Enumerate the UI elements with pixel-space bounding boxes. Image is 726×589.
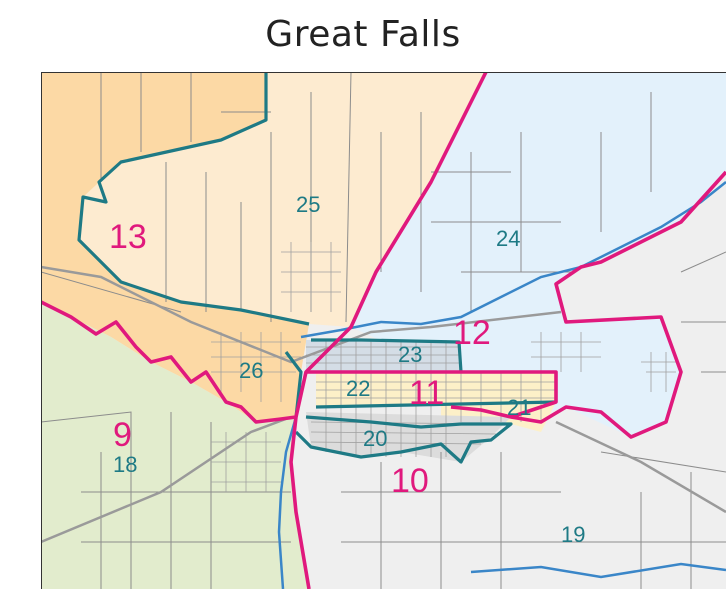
senate-district-19-label: 19 — [561, 522, 585, 547]
district-23-area — [306, 340, 461, 372]
district-25-area — [79, 72, 486, 327]
senate-district-labels: 25 24 23 26 22 21 20 18 19 — [113, 192, 585, 547]
map-title: Great Falls — [265, 14, 461, 55]
district-13-area — [41, 72, 309, 422]
house-district-labels: 13 12 11 10 9 — [109, 218, 491, 500]
senate-district-23-label: 23 — [398, 342, 422, 367]
highways — [41, 265, 726, 544]
house-district-11-label: 11 — [409, 374, 444, 412]
road-network — [41, 72, 726, 589]
senate-district-21-label: 21 — [507, 395, 531, 420]
senate-district-24-label: 24 — [496, 226, 520, 251]
senate-district-25-label: 25 — [296, 192, 320, 217]
senate-district-26-label: 26 — [239, 358, 263, 383]
house-district-9-label: 9 — [113, 416, 132, 454]
house-boundaries — [41, 72, 726, 589]
senate-district-20-label: 20 — [363, 426, 387, 451]
map-frame — [41, 72, 726, 589]
house-district-12-label: 12 — [453, 314, 491, 352]
house-district-13-label: 13 — [109, 218, 147, 256]
district-18-area — [41, 302, 309, 589]
district-map[interactable]: 13 12 11 10 9 25 24 23 26 22 21 20 18 19 — [41, 72, 726, 589]
senate-district-18-label: 18 — [113, 452, 137, 477]
river — [277, 181, 726, 589]
senate-district-22-label: 22 — [346, 376, 370, 401]
house-district-10-label: 10 — [391, 462, 429, 500]
